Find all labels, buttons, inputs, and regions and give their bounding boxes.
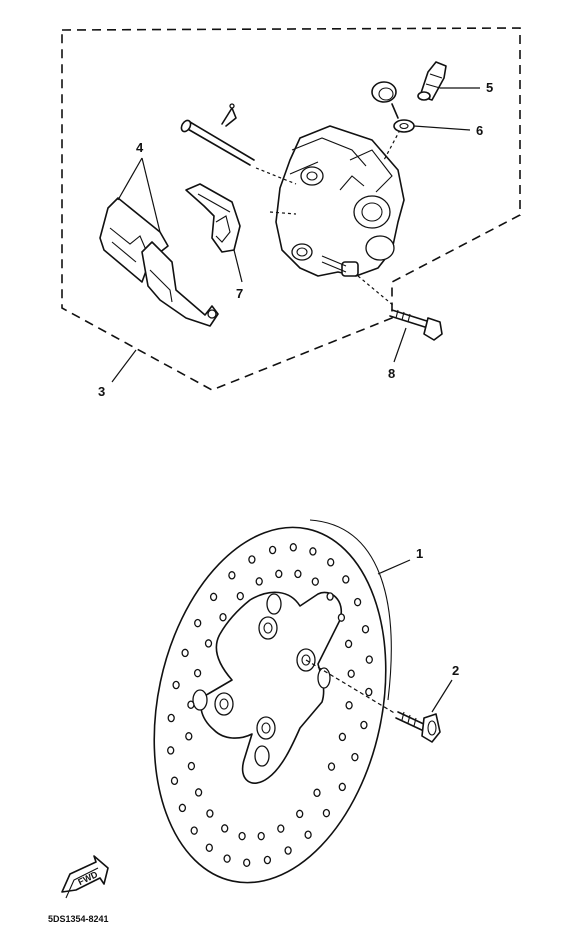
disc-hole xyxy=(361,624,370,634)
disc-hole xyxy=(345,701,353,710)
disc-hole xyxy=(167,746,175,755)
disc-hole xyxy=(322,808,331,818)
callout-3: 3 xyxy=(98,384,105,399)
disc-hole xyxy=(344,639,353,649)
disc-hole xyxy=(209,592,218,602)
callout-4: 4 xyxy=(136,140,144,155)
disc-hole xyxy=(223,854,231,863)
brake-disc xyxy=(153,519,392,884)
disc-hole xyxy=(236,591,244,601)
disc-hole xyxy=(365,655,373,664)
disc-hole xyxy=(257,831,265,841)
disc-hole xyxy=(190,826,198,835)
disc-hole xyxy=(360,720,368,730)
disc-hole xyxy=(248,555,256,564)
disc-hole xyxy=(284,846,292,855)
disc-perforations xyxy=(167,543,373,867)
disc-hole xyxy=(204,639,213,648)
callout-7: 7 xyxy=(236,286,243,301)
disc-hole xyxy=(347,669,355,678)
caliper-assembly-boundary xyxy=(61,27,521,391)
disc-hole xyxy=(327,762,336,771)
forward-arrow-icon: FWD xyxy=(61,855,109,899)
disc-hole xyxy=(304,830,312,839)
disc-hole xyxy=(181,648,189,658)
disc-hole xyxy=(221,824,229,833)
callout-6: 6 xyxy=(476,123,483,138)
disc-hole xyxy=(205,843,213,852)
disc-hole xyxy=(353,597,362,607)
disc-hole xyxy=(228,571,236,580)
caliper-bolt xyxy=(389,309,443,341)
disc-hole xyxy=(275,569,283,579)
disc-hole xyxy=(167,713,175,723)
washer xyxy=(393,119,415,133)
pad-spring xyxy=(185,183,241,253)
callout-1: 1 xyxy=(416,546,423,561)
disc-hole xyxy=(187,700,195,709)
leader-lines xyxy=(111,87,480,715)
brake-pad-kit xyxy=(99,197,219,327)
disc-hole xyxy=(326,592,334,601)
disc-hole xyxy=(338,732,347,742)
disc-hole xyxy=(185,732,193,741)
disc-hole xyxy=(238,831,246,841)
pad-pin xyxy=(180,103,255,166)
disc-hole xyxy=(243,858,251,867)
disc-hole xyxy=(351,752,359,762)
disc-hole xyxy=(311,577,319,586)
disc-bolt xyxy=(395,711,441,743)
part-code: 5DS1354-8241 xyxy=(48,914,109,924)
disc-hole xyxy=(365,687,373,697)
callout-2: 2 xyxy=(452,663,459,678)
bleed-cap xyxy=(371,81,399,119)
caliper-body xyxy=(275,125,405,277)
disc-hole xyxy=(172,680,180,690)
disc-hole xyxy=(337,613,346,622)
disc-hole xyxy=(338,782,346,792)
disc-hole xyxy=(342,575,350,584)
disc-hole xyxy=(178,803,187,813)
disc-hole xyxy=(296,809,304,819)
disc-hole xyxy=(219,612,227,622)
caliper-assembly-group xyxy=(61,27,521,391)
disc-hole xyxy=(294,569,302,579)
disc-hole xyxy=(206,809,214,818)
disc-hole xyxy=(313,788,321,798)
disc-hole xyxy=(170,776,179,786)
disc-hole xyxy=(268,545,277,555)
disc-hole xyxy=(309,547,317,556)
bleed-screw xyxy=(417,61,447,101)
disc-hole xyxy=(193,668,202,678)
disc-hole xyxy=(194,618,202,628)
disc-hole xyxy=(289,543,297,552)
callout-5: 5 xyxy=(486,80,493,95)
disc-hole xyxy=(277,824,285,833)
disc-hole xyxy=(194,788,203,797)
disc-hole xyxy=(263,855,272,865)
disc-hole xyxy=(187,761,196,771)
callout-8: 8 xyxy=(388,366,395,381)
disc-hole xyxy=(255,577,263,586)
disc-hole xyxy=(327,558,335,567)
